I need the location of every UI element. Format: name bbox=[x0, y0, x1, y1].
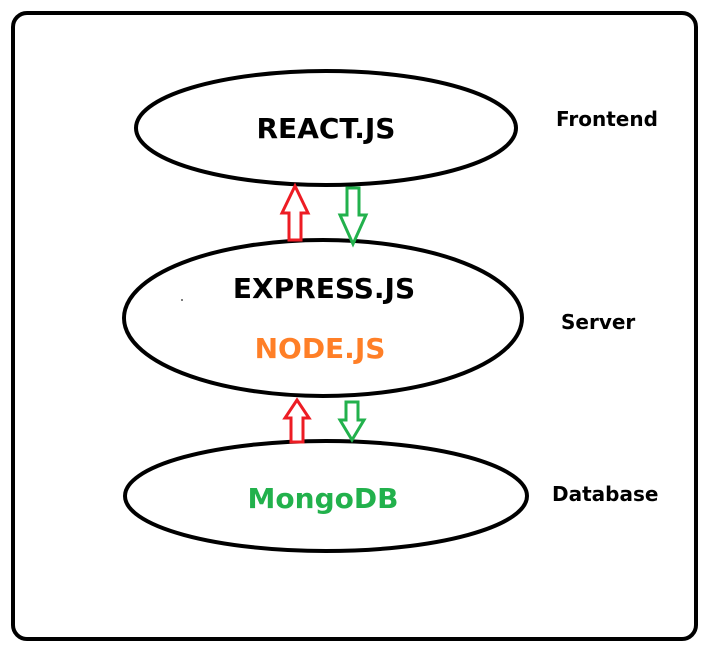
frontend-label: Frontend bbox=[556, 107, 658, 131]
diagram-frame bbox=[11, 11, 698, 641]
database-label: Database bbox=[552, 482, 658, 506]
database-title: MongoDB bbox=[248, 482, 399, 515]
server-label: Server bbox=[561, 310, 635, 334]
arrow-down-icon bbox=[337, 400, 367, 443]
server-title: EXPRESS.JS bbox=[233, 272, 415, 305]
arrow-up-icon bbox=[279, 182, 311, 242]
frontend-title: REACT.JS bbox=[257, 112, 396, 145]
server-ellipse bbox=[122, 238, 524, 398]
arrow-down-icon bbox=[337, 186, 369, 248]
frontend-ellipse bbox=[134, 69, 518, 187]
stray-dot bbox=[181, 299, 183, 301]
arrow-up-icon bbox=[282, 397, 312, 444]
server-subtitle: NODE.JS bbox=[255, 332, 386, 365]
database-ellipse bbox=[123, 439, 529, 553]
